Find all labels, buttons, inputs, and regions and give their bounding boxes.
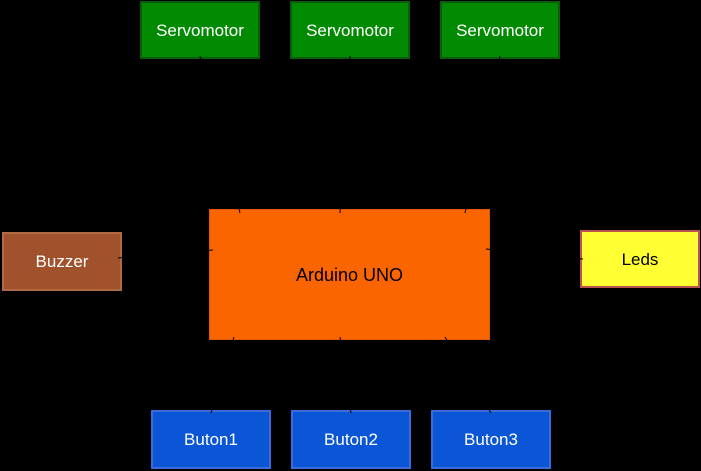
- connector-arduino-buzzer: [117, 249, 214, 259]
- connector-arduino-buton1: [210, 336, 235, 414]
- node-servomotor-3[interactable]: Servomotor: [440, 1, 560, 59]
- node-leds[interactable]: Leds: [580, 230, 700, 288]
- node-leds-label: Leds: [621, 249, 659, 269]
- node-buton3[interactable]: Buton3: [431, 410, 551, 469]
- connector-arduino-leds: [485, 248, 584, 260]
- node-servomotor-3-label: Servomotor: [456, 20, 544, 40]
- connector-arduino-servomotor-1: [199, 55, 241, 214]
- node-servomotor-2[interactable]: Servomotor: [290, 1, 410, 59]
- connector-arduino-buton3: [444, 336, 492, 414]
- node-buton1-label: Buton1: [184, 430, 238, 449]
- node-buton2-label: Buton2: [324, 430, 378, 449]
- node-buton2[interactable]: Buton2: [291, 410, 411, 469]
- node-servomotor-2-label: Servomotor: [306, 20, 394, 40]
- node-servomotor-1[interactable]: Servomotor: [140, 1, 260, 59]
- node-arduino-uno-label: Arduino UNO: [295, 264, 404, 285]
- node-buton3-label: Buton3: [464, 430, 518, 449]
- connector-arduino-servomotor-2: [339, 55, 351, 214]
- node-arduino-uno[interactable]: Arduino UNO: [209, 209, 490, 340]
- node-buzzer[interactable]: Buzzer: [2, 232, 122, 291]
- connector-arduino-servomotor-3: [464, 55, 501, 214]
- connector-arduino-buton2: [339, 336, 352, 414]
- node-servomotor-1-label: Servomotor: [156, 20, 244, 40]
- node-buzzer-label: Buzzer: [35, 252, 89, 271]
- node-buton1[interactable]: Buton1: [151, 410, 271, 469]
